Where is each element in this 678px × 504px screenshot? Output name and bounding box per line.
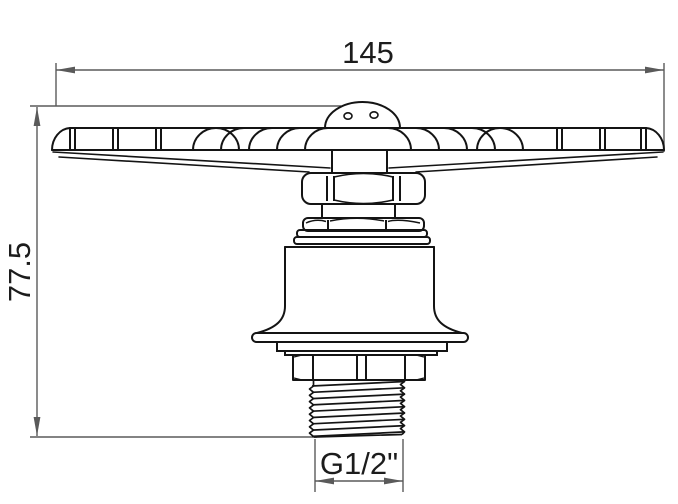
arrowhead-right xyxy=(645,66,664,74)
rim-dividers xyxy=(69,127,647,151)
flange-step-1 xyxy=(276,341,448,352)
spoke-underside xyxy=(52,151,664,173)
threaded-stub xyxy=(308,380,406,438)
dimension-height xyxy=(30,105,341,438)
thread-dimension-label: G1/2" xyxy=(320,446,398,481)
arrowhead-right xyxy=(384,477,403,485)
upper-hex-nut xyxy=(301,172,426,205)
thread-right-edge xyxy=(399,380,406,436)
rim-right-cap xyxy=(645,127,666,151)
stem xyxy=(321,204,396,218)
height-dimension-label: 77.5 xyxy=(2,242,37,302)
thread-crests xyxy=(311,380,406,438)
hub-hole-right xyxy=(369,111,379,120)
lower-hex-nut xyxy=(292,354,426,381)
hub-dome xyxy=(324,101,401,129)
flange xyxy=(251,332,469,356)
thread-left-edge xyxy=(308,381,315,438)
arrowhead-left xyxy=(315,477,334,485)
arrowhead-down xyxy=(33,417,41,436)
base-washer xyxy=(293,229,431,245)
thread-bottom-edge xyxy=(313,433,403,438)
arrowhead-left xyxy=(56,66,75,74)
grip-scallops-right xyxy=(387,127,524,151)
width-dimension-label: 145 xyxy=(342,35,394,70)
handwheel xyxy=(50,101,666,174)
dimension-width xyxy=(55,63,665,152)
dimension-thread xyxy=(314,439,404,492)
bonnet-body xyxy=(256,246,463,334)
rim-left-cap xyxy=(50,127,71,151)
hub-hole-left xyxy=(343,112,353,121)
arrowhead-up xyxy=(33,107,41,126)
grip-scallops-left xyxy=(192,127,329,151)
